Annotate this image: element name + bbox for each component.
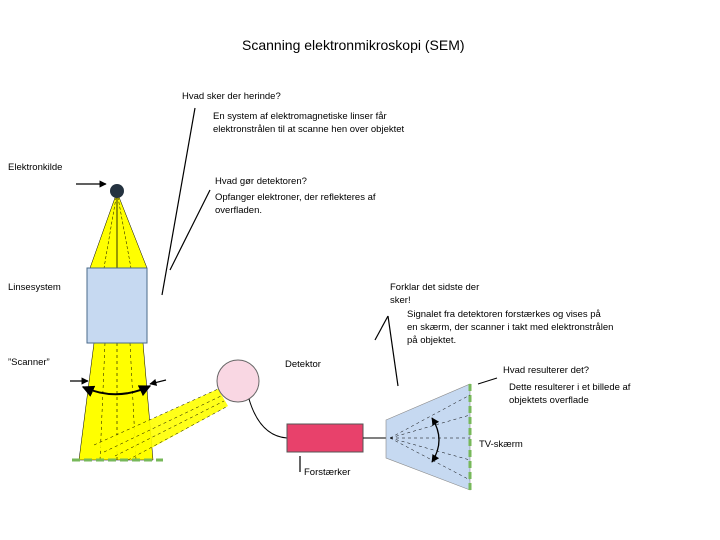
label-detector: Detektor — [285, 359, 321, 370]
beam-upper — [89, 191, 148, 269]
answer-last-line2: en skærm, der scanner i takt med elektro… — [407, 322, 614, 333]
answer-inside-line2: elektronstrålen til at scanne hen over o… — [213, 124, 405, 135]
label-tv-screen: TV-skærm — [479, 439, 523, 450]
answer-detector-line2: overfladen. — [215, 205, 263, 216]
result-pointer — [477, 377, 498, 385]
question-inside: Hvad sker der herinde? — [182, 91, 281, 102]
label-amplifier: Forstærker — [304, 467, 351, 478]
label-electron-source: Elektronkilde — [8, 162, 63, 173]
question-detector: Hvad gør detektoren? — [215, 176, 307, 187]
diagram-title: Scanning elektronmikroskopi (SEM) — [242, 37, 465, 53]
lens-system — [86, 267, 148, 344]
question-last-line2: sker! — [390, 295, 411, 306]
tv-scan-arrow — [431, 417, 440, 463]
scanner-arrow-right — [149, 378, 167, 386]
label-lens-system: Linsesystem — [8, 282, 61, 293]
inside-pointer — [161, 107, 196, 296]
detector-cable — [248, 398, 288, 439]
question-last-line1: Forklar det sidste der — [390, 282, 480, 293]
tv-screen — [385, 383, 471, 491]
last-pointer-b — [387, 315, 399, 387]
answer-result-line2: objektets overflade — [509, 395, 589, 406]
answer-last-line1: Signalet fra detektoren forstærkes og vi… — [407, 309, 601, 320]
answer-result-line1: Dette resulterer i et billede af — [509, 382, 631, 393]
label-scanner: ”Scanner” — [8, 357, 50, 368]
scatter-fan — [94, 389, 228, 460]
electron-source — [110, 184, 124, 198]
scan-arrow — [81, 385, 152, 397]
detector-pointer — [169, 189, 211, 271]
last-pointer-a — [374, 315, 389, 341]
amplifier — [286, 423, 364, 453]
answer-last-line3: på objektet. — [407, 335, 457, 346]
question-result: Hvad resulterer det? — [503, 365, 590, 376]
answer-detector-line1: Opfanger elektroner, der reflekteres af — [215, 192, 376, 203]
detector — [216, 359, 260, 403]
answer-inside-line1: En system af elektromagnetiske linser få… — [213, 111, 387, 122]
